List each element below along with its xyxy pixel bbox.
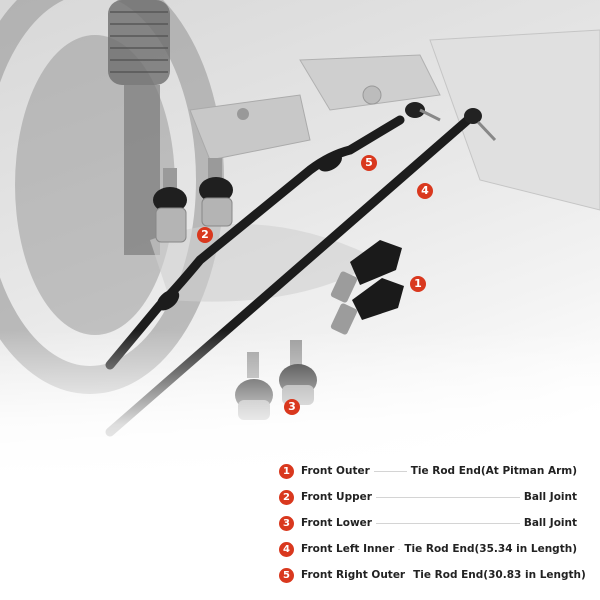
legend-position: Front Lower (301, 517, 372, 529)
legend-part: Tie Rod End(At Pitman Arm) (410, 465, 577, 477)
legend-part: Tie Rod End(30.83 in Length) (413, 569, 586, 581)
legend-position: Front Outer (301, 465, 370, 477)
callout-badge-1: 1 (410, 276, 426, 292)
leader-line (398, 548, 401, 550)
legend-part: Tie Rod End(35.34 in Length) (404, 543, 577, 555)
legend-number-badge: 5 (279, 567, 294, 583)
legend-number-badge: 3 (279, 515, 294, 531)
legend-row: 4 Front Left Inner Tie Rod End(35.34 in … (279, 536, 577, 562)
legend-row: 5 Front Right Outer Tie Rod End(30.83 in… (279, 562, 586, 588)
outer-tie-rod-ends (330, 240, 404, 335)
legend-number-badge: 2 (279, 489, 294, 505)
legend-row: 3 Front Lower Ball Joint (279, 510, 577, 536)
upper-ball-joints (153, 158, 233, 243)
legend-number-badge: 4 (279, 541, 294, 557)
legend-number-badge: 1 (279, 463, 294, 479)
tie-rod-right-outer (105, 102, 441, 370)
leader-line (375, 522, 520, 524)
white-fade-overlay (0, 330, 600, 600)
callout-badge-5: 5 (361, 155, 377, 171)
leader-line (373, 470, 407, 472)
parts-legend: 1 Front Outer Tie Rod End(At Pitman Arm)… (279, 458, 586, 588)
callout-badge-2: 2 (197, 227, 213, 243)
callout-badge-3: 3 (284, 399, 300, 415)
legend-position: Front Right Outer (301, 569, 406, 581)
legend-position: Front Left Inner (301, 543, 395, 555)
legend-part: Ball Joint (523, 517, 577, 529)
leader-line (375, 496, 520, 498)
legend-position: Front Upper (301, 491, 372, 503)
legend-part: Ball Joint (523, 491, 577, 503)
legend-row: 1 Front Outer Tie Rod End(At Pitman Arm) (279, 458, 577, 484)
callout-badge-4: 4 (417, 183, 433, 199)
legend-row: 2 Front Upper Ball Joint (279, 484, 577, 510)
